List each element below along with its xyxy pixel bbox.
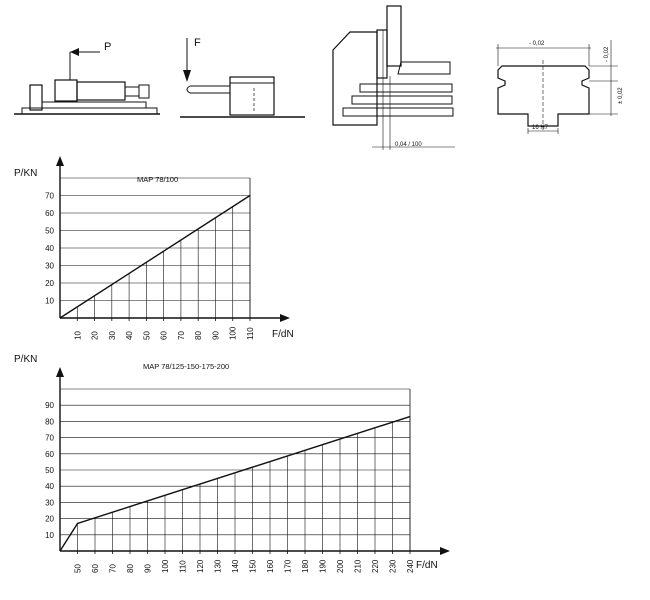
closing-force-label: F xyxy=(194,37,201,49)
y-tick-label: 20 xyxy=(45,279,54,288)
x-tick-label: 60 xyxy=(160,331,169,340)
x-tick-label: 100 xyxy=(229,326,238,340)
chart-map-78-125-200: 10 20 30 40 50 60 70 80 90 50 60 70 80 90 100 110 120 130… xyxy=(14,354,450,573)
chart-marks: 10 20 30 40 50 60 70 10 20 30 40 50 60 70 80 90 100 110 xyxy=(45,156,290,340)
x-tick-label: 10 xyxy=(73,331,82,340)
x-tick-label: 190 xyxy=(319,559,328,573)
y-axis-label: P/KN xyxy=(14,354,37,365)
height-tolerance-side: ± 0,02 xyxy=(618,87,624,104)
x-tick-label: 110 xyxy=(246,327,255,340)
x-axis-arrow-icon xyxy=(280,314,290,322)
x-axis-label: F/dN xyxy=(272,329,294,340)
x-tick-label: 180 xyxy=(301,559,310,573)
x-tick-label: 50 xyxy=(142,331,151,340)
pull-force-label: P xyxy=(104,41,111,53)
x-tick-label: 110 xyxy=(179,560,188,573)
x-tick-label: 30 xyxy=(108,331,117,340)
y-axis-label: P/KN xyxy=(14,168,37,179)
x-tick-label: 200 xyxy=(336,559,345,573)
y-tick-label: 80 xyxy=(45,417,54,426)
parallelism-sketch: 0,04 / 100 xyxy=(332,5,455,150)
x-tick-label: 80 xyxy=(126,564,135,573)
y-tick-label: 40 xyxy=(45,244,54,253)
y-tick-label: 30 xyxy=(45,262,54,271)
x-axis-label: F/dN xyxy=(416,560,438,571)
x-tick-label: 220 xyxy=(371,559,380,573)
chart-grid xyxy=(60,177,251,321)
vise-pull-sketch: P xyxy=(14,41,160,115)
x-tick-label: 90 xyxy=(144,564,153,573)
chart-title: MAP 78/125-150-175-200 xyxy=(143,362,229,371)
slot-fit: 16 H7 xyxy=(532,125,549,131)
y-axis-arrow-icon xyxy=(56,367,64,377)
x-tick-label: 150 xyxy=(249,559,258,573)
series-line xyxy=(59,415,411,552)
y-tick-label: 90 xyxy=(45,401,54,410)
x-tick-label: 80 xyxy=(194,331,203,340)
x-tick-label: 90 xyxy=(211,331,220,340)
x-tick-label: 50 xyxy=(74,564,83,573)
arrow-left-icon xyxy=(70,48,79,56)
vise-force-sketch: F xyxy=(180,37,305,118)
x-tick-label: 170 xyxy=(284,559,293,573)
x-axis-arrow-icon xyxy=(440,547,450,555)
x-tick-label: 130 xyxy=(214,559,223,573)
x-tick-label: 210 xyxy=(354,559,363,573)
x-tick-label: 140 xyxy=(231,559,240,573)
x-tick-label: 160 xyxy=(266,559,275,573)
arrow-down-icon xyxy=(183,70,191,82)
x-tick-label: 20 xyxy=(91,331,100,340)
chart-map-78-100: 10 20 30 40 50 60 70 10 20 30 40 50 60 70 80 90 100 110 M… xyxy=(14,156,294,340)
y-tick-label: 40 xyxy=(45,482,54,491)
x-tick-label: 120 xyxy=(196,559,205,573)
y-axis-arrow-icon xyxy=(56,156,64,166)
y-tick-label: 60 xyxy=(45,450,54,459)
chart-title: MAP 78/100 xyxy=(137,175,178,184)
y-tick-label: 70 xyxy=(45,192,54,201)
x-tick-label: 70 xyxy=(109,564,118,573)
x-tick-label: 70 xyxy=(177,331,186,340)
chart-marks: 10 20 30 40 50 60 70 80 90 50 60 70 80 90 100 110 120 130… xyxy=(45,367,450,573)
parallelism-tolerance: 0,04 / 100 xyxy=(395,142,422,148)
y-tick-label: 60 xyxy=(45,209,54,218)
profile-tolerance-sketch: - 0,02 - 0,02 ± 0,02 16 H7 xyxy=(496,40,624,134)
chart-grid xyxy=(60,388,411,554)
y-tick-label: 30 xyxy=(45,498,54,507)
y-tick-label: 50 xyxy=(45,466,54,475)
y-tick-label: 50 xyxy=(45,227,54,236)
series-line xyxy=(59,194,251,319)
height-tolerance-top: - 0,02 xyxy=(604,46,610,62)
x-tick-label: 40 xyxy=(125,331,134,340)
x-tick-label: 230 xyxy=(389,559,398,573)
y-tick-label: 20 xyxy=(45,515,54,524)
x-tick-label: 100 xyxy=(161,559,170,573)
y-tick-label: 70 xyxy=(45,434,54,443)
width-tolerance: - 0,02 xyxy=(529,41,545,47)
y-tick-label: 10 xyxy=(45,297,54,306)
x-tick-label: 60 xyxy=(91,564,100,573)
y-tick-label: 10 xyxy=(45,531,54,540)
x-tick-label: 240 xyxy=(406,559,415,573)
